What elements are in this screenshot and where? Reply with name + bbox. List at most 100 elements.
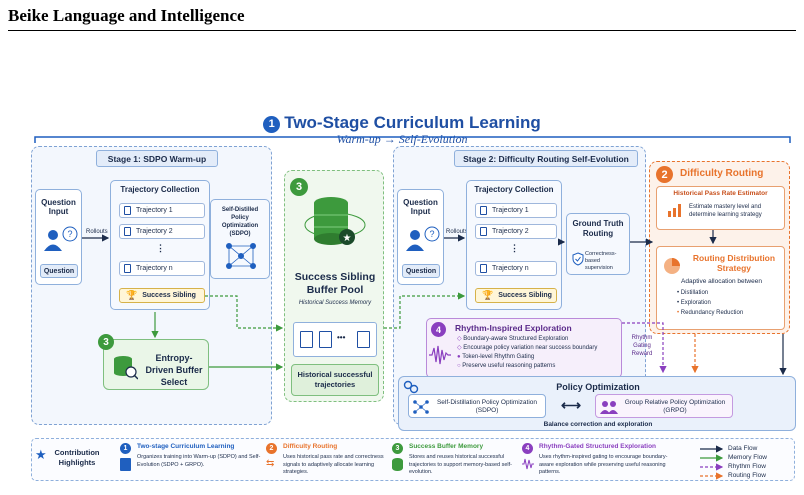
estimator-box: Historical Pass Rate Estimator Estimate … — [656, 186, 785, 230]
strategy-subtitle: Adaptive allocation between — [681, 278, 762, 285]
document-icon — [300, 331, 313, 348]
highlight-item-3: 3 Success Buffer Memory Stores and reuse… — [392, 441, 516, 479]
document-icon — [480, 206, 487, 215]
question-input-label: Question Input — [41, 198, 76, 216]
highlight-number: 1 — [120, 443, 131, 454]
documents-ellipsis: ••• — [337, 333, 346, 342]
stage1-rollouts-label: Rollouts — [86, 229, 108, 235]
gears-icon — [403, 380, 419, 394]
strategy-item: • Redundancy Reduction — [677, 310, 744, 316]
stage1-trajectory-collection: Trajectory Collection Trajectory 1 Traje… — [110, 180, 210, 310]
stage1-title: Stage 1: SDPO Warm-up — [96, 150, 218, 167]
entropy-number-badge: 3 — [98, 334, 114, 350]
pie-chart-icon — [664, 258, 680, 274]
document-icon — [480, 264, 487, 273]
entropy-label: Entropy-Driven Buffer Select — [145, 353, 203, 387]
entropy-buffer-select: 3 Entropy-Driven Buffer Select — [98, 334, 209, 390]
question-input-label: Question Input — [403, 198, 438, 216]
document-icon — [357, 331, 370, 348]
trajectory-ellipsis: ⋮ — [510, 243, 519, 253]
pool-documents: ••• — [293, 322, 377, 357]
strategy-title: Routing Distribution Strategy — [692, 253, 776, 273]
strategy-item: • Distillation — [677, 290, 709, 296]
grpo-policy: Group Relative Policy Optimization (GRPO… — [595, 394, 733, 418]
document-icon — [124, 264, 131, 273]
pool-title: Success Sibling Buffer Pool — [294, 271, 376, 296]
rhythm-item: ○ Preserve useful reasoning patterns — [457, 363, 556, 369]
difficulty-title: Difficulty Routing — [680, 168, 764, 179]
success-sibling: 🏆Success Sibling — [475, 288, 557, 303]
rhythm-item: ◇ Boundary-aware Structured Exploration — [457, 336, 569, 342]
document-header: Beike Language and Intelligence — [8, 6, 245, 25]
highlight-text: Uses historical pass rate and correctnes… — [283, 454, 384, 475]
question-label: Question — [40, 264, 78, 278]
policy-footer: Balance correction and exploration — [543, 421, 653, 428]
rhythm-exploration: 4 Rhythm-Inspired Exploration ◇ Boundary… — [426, 318, 622, 378]
stage2-title: Stage 2: Difficulty Routing Self-Evoluti… — [454, 150, 638, 167]
routing-icon: ⇆ — [266, 458, 275, 469]
svg-text:?: ? — [430, 229, 435, 239]
ground-truth-routing: Ground Truth Routing Correctness-based s… — [566, 213, 630, 275]
highlight-title: Rhythm-Gated Structured Exploration — [539, 443, 657, 450]
highlight-number: 2 — [266, 443, 277, 454]
stage2-rollouts-label: Rollouts — [446, 229, 468, 235]
success-sibling: 🏆Success Sibling — [119, 288, 205, 303]
sdpo-box: Self-Distilled Policy Optimization (SDPO… — [210, 199, 270, 279]
sdpo-label: Self-Distilled Policy Optimization (SDPO… — [221, 207, 259, 237]
buffer-pool-container: 3 ★ Success Sibling Buffer Pool Historic… — [284, 170, 384, 402]
stage2-trajectory-collection: Trajectory Collection Trajectory 1 Traje… — [466, 180, 562, 310]
strategy-box: Routing Distribution Strategy Adaptive a… — [656, 246, 785, 330]
document-icon — [480, 227, 487, 236]
grpo-policy-label: Group Relative Policy Optimization (GRPO… — [624, 399, 726, 414]
sdpo-policy-label: Self-Distillation Policy Optimization (S… — [436, 399, 538, 414]
pool-subtitle: Historical Success Memory — [298, 300, 372, 306]
highlight-title: Two-stage Curriculum Learning — [137, 443, 235, 450]
waveform-icon — [522, 458, 534, 470]
trajectory-collection-label: Trajectory Collection — [474, 185, 554, 194]
highlight-item-2: 2 Difficulty Routing ⇆ Uses historical p… — [266, 441, 386, 479]
bar-chart-icon — [668, 204, 681, 217]
difficulty-routing-container: 2 Difficulty Routing Historical Pass Rat… — [649, 161, 790, 334]
star-icon: ★ — [35, 447, 47, 462]
waveform-icon — [429, 345, 451, 365]
legend-data-flow: Data Flow — [728, 445, 758, 452]
rhythm-title: Rhythm-Inspired Exploration — [455, 323, 572, 333]
bidirectional-arrow-icon: ⟷ — [561, 397, 582, 413]
policy-title: Policy Optimization — [556, 382, 640, 392]
diagram-subtitle: Warm-up → Self-Evolution — [336, 132, 468, 146]
highlight-text: Organizes training into Warm-up (SDPO) a… — [137, 454, 261, 468]
user-question-icon: ? — [44, 226, 78, 251]
book-icon — [120, 458, 131, 471]
trajectory-item: Trajectory 2 — [119, 224, 205, 239]
highlights-bar — [31, 438, 795, 481]
highlight-number: 3 — [392, 443, 403, 454]
svg-text:★: ★ — [343, 233, 352, 244]
rhythm-item: ● Token-level Rhythm Gating — [457, 354, 535, 360]
highlight-number: 4 — [522, 443, 533, 454]
diagram-title-text: Two-Stage Curriculum Learning — [284, 113, 541, 132]
highlights-label: ★ Contribution Highlights — [35, 445, 101, 475]
document-icon — [319, 331, 332, 348]
pool-footer: Historical successful trajectories — [291, 364, 379, 396]
group-users-icon — [600, 401, 618, 414]
legend-rhythm-flow: Rhythm Flow — [728, 463, 766, 470]
shield-check-icon — [572, 252, 584, 266]
database-icon — [392, 458, 403, 471]
trophy-icon: 🏆 — [126, 290, 138, 300]
highlight-text: Uses rhythm-inspired gating to encourage… — [539, 454, 668, 475]
neural-network-icon — [226, 243, 256, 269]
title-number-badge: 1 — [263, 115, 281, 133]
policy-optimization: Policy Optimization Self-Distillation Po… — [398, 376, 796, 431]
database-search-icon — [114, 356, 138, 380]
rhythm-gating-label: Rhythm Gating Reward — [631, 335, 653, 357]
highlight-title: Success Buffer Memory — [409, 443, 484, 450]
trajectory-ellipsis: ⋮ — [156, 243, 165, 253]
trajectory-collection-label: Trajectory Collection — [120, 185, 200, 194]
highlight-text: Stores and reuses historical successful … — [409, 454, 513, 475]
stage1-question-input: Question Input ? Question — [35, 189, 82, 285]
gt-subtitle: Correctness-based supervision — [585, 251, 617, 271]
